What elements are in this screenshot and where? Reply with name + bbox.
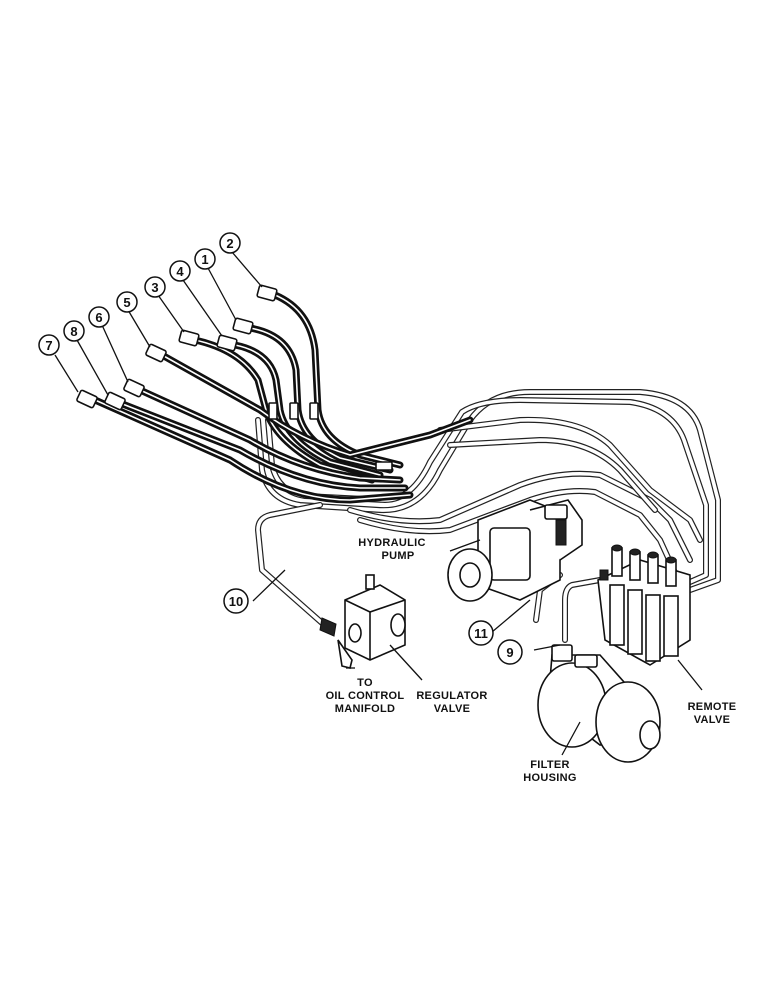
callout-9: 9 (497, 639, 523, 665)
label-remote-valve: REMOTE VALVE (688, 701, 737, 726)
hose-bundle (91, 291, 474, 504)
label-hydraulic-pump: HYDRAULIC PUMP (358, 537, 425, 562)
label-line: REMOTE (688, 701, 737, 713)
callout-leaders (54, 251, 703, 756)
remote-valve (597, 544, 691, 666)
callout-5: 5 (116, 291, 138, 313)
fitting-hose-6 (123, 378, 145, 398)
hydraulic-pump (447, 499, 583, 602)
label-line: REGULATOR (416, 690, 487, 702)
label-line: HOUSING (523, 772, 576, 784)
callout-number: 9 (506, 645, 513, 660)
regulator-valve (319, 574, 406, 669)
callout-8: 8 (63, 320, 85, 342)
label-line: FILTER (530, 759, 569, 771)
callout-4: 4 (169, 260, 191, 282)
callout-3: 3 (144, 276, 166, 298)
callout-number: 2 (226, 236, 233, 251)
filter-housing (537, 644, 661, 763)
callout-number: 8 (70, 324, 77, 339)
callout-number: 11 (474, 626, 488, 641)
label-line: VALVE (434, 703, 471, 715)
fitting-hose-1 (232, 317, 254, 335)
callout-1: 1 (194, 248, 216, 270)
label-regulator-valve: REGULATOR VALVE (416, 690, 487, 715)
callout-11: 11 (468, 620, 494, 646)
callout-number: 10 (229, 594, 243, 609)
label-line: VALVE (694, 714, 731, 726)
callout-number: 4 (176, 264, 184, 279)
callout-10: 10 (223, 588, 249, 614)
label-filter-housing: FILTER HOUSING (523, 759, 576, 784)
label-to-oil-control-manifold: TO OIL CONTROL MANIFOLD (326, 677, 405, 715)
label-line: PUMP (382, 550, 415, 562)
callout-2: 2 (219, 232, 241, 254)
fitting-hose-8 (104, 391, 126, 411)
callout-number: 3 (151, 280, 158, 295)
label-line: TO (357, 677, 373, 689)
hose-fittings (76, 284, 393, 471)
callout-number: 6 (95, 310, 102, 325)
callout-6: 6 (88, 306, 110, 328)
fitting-hose-5 (145, 343, 167, 363)
label-line: OIL CONTROL (326, 690, 405, 702)
label-line: HYDRAULIC (358, 537, 425, 549)
fitting-hose-2 (256, 284, 278, 302)
callout-number: 7 (45, 338, 52, 353)
fitting-hose-7 (76, 389, 98, 409)
fitting-hose-4 (216, 334, 238, 352)
callout-7: 7 (38, 334, 60, 356)
label-line: MANIFOLD (335, 703, 395, 715)
callout-number: 1 (201, 252, 208, 267)
fitting-hose-3 (178, 329, 200, 347)
callout-number: 5 (123, 295, 130, 310)
